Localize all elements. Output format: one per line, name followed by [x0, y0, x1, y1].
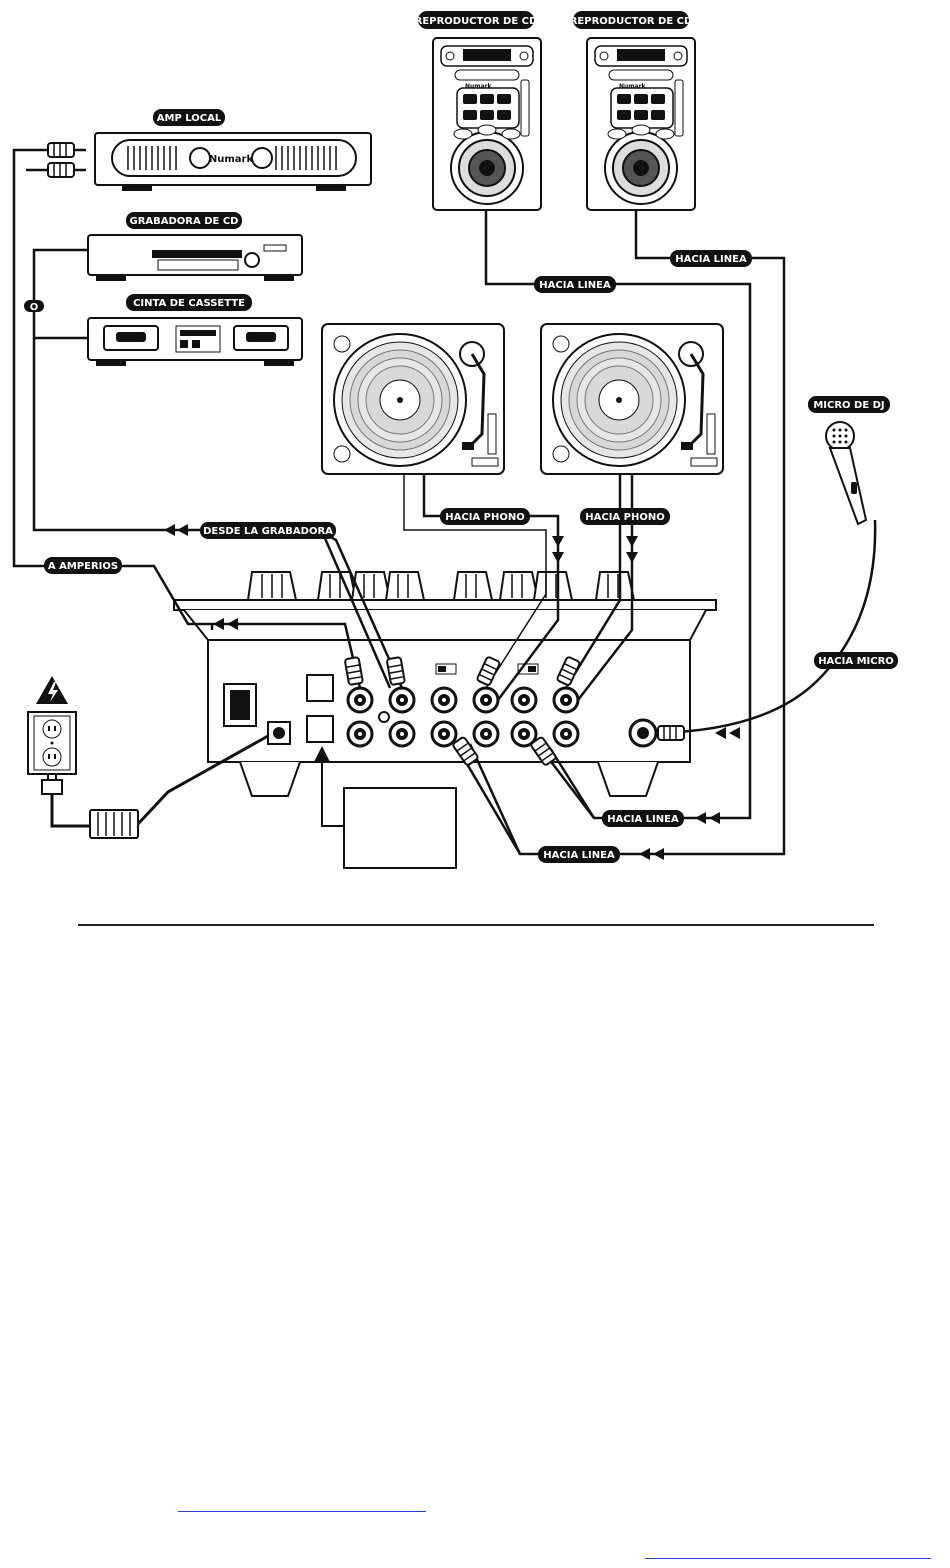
amp-local: Numark	[95, 133, 371, 191]
cd-player-1: Numark	[433, 38, 541, 210]
warning-icon	[36, 676, 68, 704]
footer-link-right[interactable]	[645, 1558, 931, 1559]
label-cassette: CINTA DE CASSETTE	[126, 294, 252, 311]
label-to-phono-2: HACIA PHONO	[580, 508, 670, 525]
label-to-phono-1: HACIA PHONO	[440, 508, 530, 525]
label-to-line-lower-1: HACIA LINEA	[602, 810, 684, 827]
svg-text:HACIA LINEA: HACIA LINEA	[539, 280, 611, 291]
label-dj-mic: MICRO DE DJ	[808, 396, 890, 413]
svg-text:REPRODUCTOR DE CD: REPRODUCTOR DE CD	[570, 16, 693, 27]
label-to-amps: A AMPERIOS	[44, 557, 122, 574]
svg-text:DESDE LA GRABADORA: DESDE LA GRABADORA	[203, 526, 333, 537]
svg-text:HACIA PHONO: HACIA PHONO	[585, 512, 664, 523]
label-from-recorder: DESDE LA GRABADORA	[200, 522, 336, 539]
mixer	[174, 572, 716, 796]
turntable-2	[541, 324, 723, 474]
label-line-cd2: HACIA LINEA	[670, 250, 752, 267]
cd-player-1-logo: Numark	[465, 83, 493, 90]
cassette-deck	[88, 318, 302, 366]
label-cd-player-1: REPRODUCTOR DE CD	[415, 11, 538, 29]
svg-text:HACIA LINEA: HACIA LINEA	[543, 850, 615, 861]
cd-player-2: Numark	[587, 38, 695, 210]
svg-text:CINTA DE CASSETTE: CINTA DE CASSETTE	[133, 298, 245, 309]
horizontal-rule	[78, 924, 874, 926]
or-marker: O	[24, 300, 44, 313]
svg-text:GRABADORA DE CD: GRABADORA DE CD	[130, 216, 239, 227]
label-amp-local: AMP LOCAL	[153, 109, 225, 126]
dj-microphone	[826, 422, 866, 524]
svg-text:HACIA LINEA: HACIA LINEA	[607, 814, 679, 825]
svg-text:A AMPERIOS: A AMPERIOS	[48, 561, 118, 572]
accessory-box	[314, 746, 456, 868]
amp-logo: Numark	[209, 154, 254, 165]
label-cd-player-2: REPRODUCTOR DE CD	[570, 11, 693, 29]
power-plug-icon	[42, 774, 62, 794]
svg-text:HACIA PHONO: HACIA PHONO	[445, 512, 524, 523]
label-cd-recorder: GRABADORA DE CD	[126, 212, 242, 229]
svg-text:AMP LOCAL: AMP LOCAL	[157, 113, 222, 124]
label-line-cd1: HACIA LINEA	[534, 276, 616, 293]
turntable-1	[322, 324, 504, 474]
cd-player-2-logo: Numark	[619, 83, 647, 90]
svg-text:HACIA LINEA: HACIA LINEA	[675, 254, 747, 265]
footer-link-left[interactable]	[178, 1511, 426, 1512]
svg-text:MICRO DE DJ: MICRO DE DJ	[813, 400, 884, 411]
power-adapter	[90, 810, 138, 838]
svg-text:HACIA MICRO: HACIA MICRO	[818, 656, 894, 667]
power-outlet	[28, 712, 76, 774]
cd-recorder	[88, 235, 302, 281]
svg-text:O: O	[30, 302, 39, 313]
label-to-mic: HACIA MICRO	[814, 652, 898, 669]
svg-text:REPRODUCTOR DE CD: REPRODUCTOR DE CD	[415, 16, 538, 27]
label-to-line-lower-2: HACIA LINEA	[538, 846, 620, 863]
